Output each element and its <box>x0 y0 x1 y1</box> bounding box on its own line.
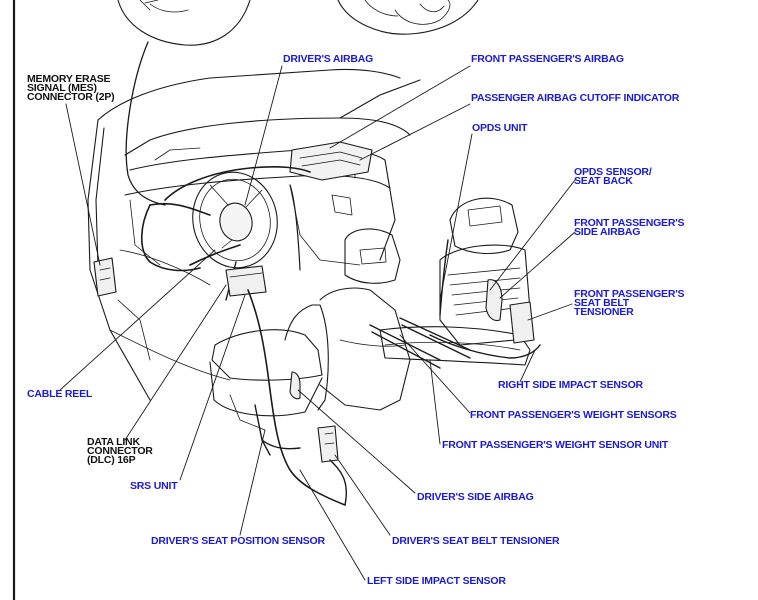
vehicle-body-outline <box>87 68 421 401</box>
label-passenger-airbag-cutoff-indicator: PASSENGER AIRBAG CUTOFF INDICATOR <box>471 92 680 104</box>
steering-wheel <box>192 171 278 301</box>
weight-sensor-rails <box>369 317 471 369</box>
label-memory-erase-signal-connector: MEMORY ERASE SIGNAL (MES) CONNECTOR (2P) <box>27 73 115 103</box>
label-right-side-impact-sensor: RIGHT SIDE IMPACT SENSOR <box>498 379 643 391</box>
label-drivers-seat-belt-tensioner: DRIVER'S SEAT BELT TENSIONER <box>392 535 560 547</box>
label-front-passengers-weight-sensors: FRONT PASSENGER'S WEIGHT SENSORS <box>470 409 677 421</box>
label-data-link-connector: DATA LINK CONNECTOR (DLC) 16P <box>87 436 153 466</box>
label-drivers-side-airbag: DRIVER'S SIDE AIRBAG <box>417 491 534 503</box>
label-opds-unit: OPDS UNIT <box>472 122 528 134</box>
detail-leader-line <box>125 41 166 206</box>
passenger-seat-belt-tensioner <box>509 301 535 344</box>
label-opds-sensor-seat-back: OPDS SENSOR/ SEAT BACK <box>574 166 652 187</box>
detail-circle-left <box>117 0 251 46</box>
label-drivers-seat-position-sensor: DRIVER'S SEAT POSITION SENSOR <box>151 535 325 547</box>
leader-lines <box>59 65 576 581</box>
passenger-wiring <box>329 239 541 506</box>
mes-connector-box <box>93 257 117 297</box>
label-front-passengers-seat-belt-tensioner: FRONT PASSENGER'S SEAT BELT TENSIONER <box>574 288 685 318</box>
label-left-side-impact-sensor: LEFT SIDE IMPACT SENSOR <box>367 575 506 587</box>
driver-seat <box>209 304 329 456</box>
label-front-passengers-side-airbag: FRONT PASSENGER'S SIDE AIRBAG <box>574 217 685 238</box>
label-front-passengers-airbag: FRONT PASSENGER'S AIRBAG <box>471 53 624 65</box>
detail-circle-right <box>337 0 479 35</box>
label-srs-unit: SRS UNIT <box>130 480 178 492</box>
center-seat <box>319 228 411 411</box>
label-front-passengers-weight-sensor-unit: FRONT PASSENGER'S WEIGHT SENSOR UNIT <box>442 439 669 451</box>
driver-seat-belt-tensioner <box>317 425 339 463</box>
wiring-harness <box>140 165 346 506</box>
label-cable-reel: CABLE REEL <box>27 388 93 400</box>
label-drivers-airbag: DRIVER'S AIRBAG <box>283 53 374 65</box>
srs-unit-box <box>225 265 267 297</box>
